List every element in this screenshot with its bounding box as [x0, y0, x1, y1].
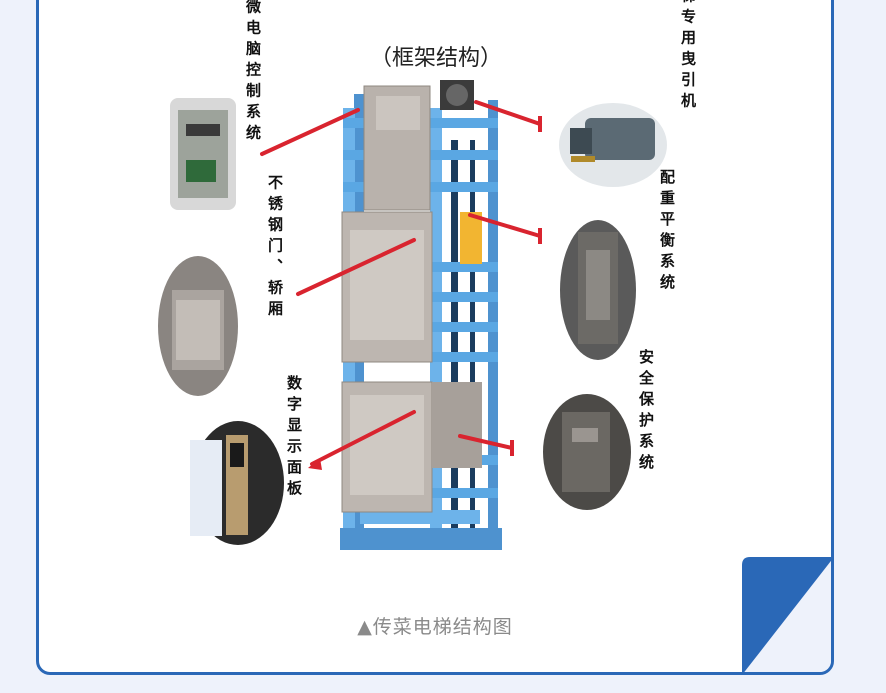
diagram-caption: ▲传菜电梯结构图 — [357, 616, 513, 638]
counterweight-block — [460, 212, 482, 264]
photo-traction-machine — [559, 103, 667, 187]
photo-digital-panel — [190, 421, 284, 545]
label-micro-control: 微电脑控制系统 — [244, 0, 262, 146]
elevator-frame — [340, 80, 502, 550]
label-traction-machine: 电梯专用曳引机 — [679, 0, 697, 114]
label-counterweight: 配重平衡系统 — [658, 169, 676, 295]
label-safety-system: 安全保护系统 — [637, 348, 655, 475]
photo-control-cabinet — [170, 98, 236, 210]
photo-counterweight — [560, 220, 636, 360]
leader-lines — [260, 100, 542, 466]
diagram-title: （框架结构） — [370, 46, 502, 71]
folded-corner — [742, 557, 831, 672]
label-stainless-door: 不锈钢门、轿厢 — [266, 175, 284, 322]
label-digital-panel: 数字显示面板 — [285, 374, 303, 501]
photo-safety-system — [543, 394, 631, 510]
photo-stainless-door — [158, 256, 238, 396]
